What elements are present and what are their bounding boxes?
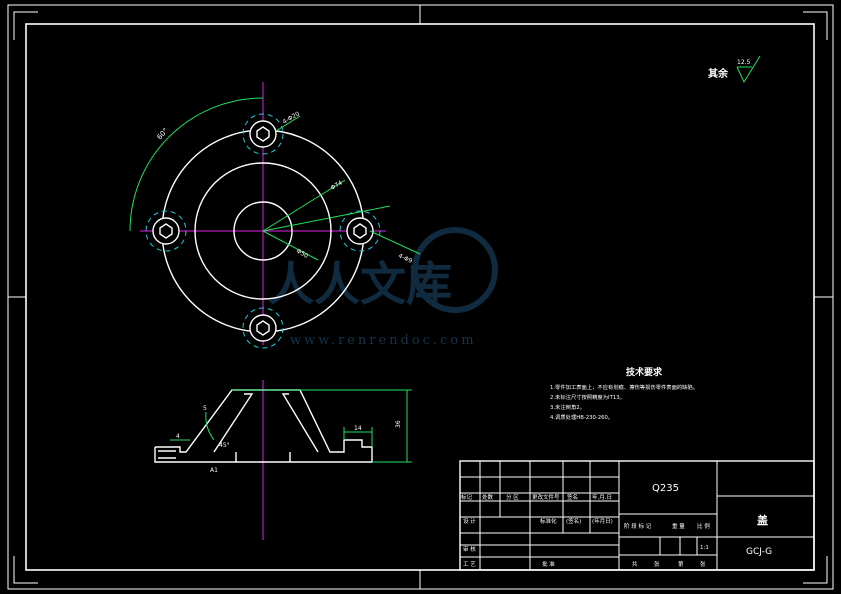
tb-sheet-total-unit: 张 xyxy=(654,560,660,568)
watermark-logo-icon xyxy=(412,227,498,313)
roughness-value: 12.5 xyxy=(737,59,751,66)
tech-title: 技术要求 xyxy=(626,366,663,378)
middle-circle xyxy=(194,162,332,300)
title-block: 标记 处数 分 区 更改文件号 签名 年.月.日 设 计 标准化 (签名) (年… xyxy=(459,460,815,571)
tb-process: 工 艺 xyxy=(463,561,476,568)
base-angle: 45° xyxy=(219,442,230,449)
watermark-url: www.renrendoc.com xyxy=(290,333,477,348)
mounting-bosses xyxy=(152,120,374,342)
tb-design: 设 计 xyxy=(463,517,476,525)
tech-item-2: 2.未标注尺寸按照精度为IT13。 xyxy=(550,393,625,401)
plan-view: 60° 4-Φ20 Φ74 4-Φ9 Φ50 xyxy=(129,82,421,349)
tb-scale-label: 比 例 xyxy=(697,522,710,530)
tb-approve: 批 准 xyxy=(542,560,555,568)
rim-dimension: 4 xyxy=(176,433,180,440)
sheet-border xyxy=(7,4,834,590)
thread-marks xyxy=(145,113,381,349)
tb-scale-value: 1:1 xyxy=(700,545,709,551)
tech-item-4: 4.调质处理HB-230-260。 xyxy=(550,413,613,421)
tb-sheet-no-unit: 张 xyxy=(700,560,706,568)
tb-date: (年月日) xyxy=(592,517,613,525)
tb-review: 审 核 xyxy=(463,545,476,553)
tb-label-mark: 标记 xyxy=(461,493,473,501)
roughness-label: 其余 xyxy=(708,67,729,80)
roughness-icon xyxy=(736,55,761,84)
tb-weight-label: 重 量 xyxy=(672,522,685,530)
tb-standardization: 标准化 xyxy=(540,517,557,525)
tb-material: Q235 xyxy=(652,483,679,494)
watermark: 人人文库 www.renrendoc.com xyxy=(268,227,498,348)
side-angle: 5 xyxy=(203,405,207,412)
section-label: A1 xyxy=(210,467,218,474)
surface-roughness: 其余 12.5 xyxy=(708,55,761,84)
tb-part-name: 盖 xyxy=(757,513,768,527)
tech-item-3: 3.未注倒角2。 xyxy=(550,403,585,411)
plan-dimension-lines xyxy=(129,97,421,261)
tb-label-date: 年.月.日 xyxy=(592,493,612,501)
tb-label-change-doc: 更改文件号 xyxy=(532,493,560,501)
tb-sheet-no: 第 xyxy=(678,560,684,568)
section-view: 5 45° 36 14 4 A1 xyxy=(154,380,412,540)
tb-label-count: 处数 xyxy=(482,493,494,501)
tb-drawing-number: GCJ-G xyxy=(746,547,772,557)
tb-label-zone: 分 区 xyxy=(506,493,519,501)
height-dimension: 36 xyxy=(395,420,402,428)
technical-requirements: 技术要求 1.零件加工表面上，不应有划痕、擦伤等损伤零件表面的缺陷。 2.未标注… xyxy=(550,366,698,421)
tb-stage-label: 阶 段 标 记 xyxy=(624,522,652,530)
tb-label-sign: 签名 xyxy=(567,493,578,501)
flange-width-dimension: 14 xyxy=(354,425,362,432)
tech-item-1: 1.零件加工表面上，不应有划痕、擦伤等损伤零件表面的缺陷。 xyxy=(550,383,698,391)
watermark-text: 人人文库 xyxy=(268,257,452,311)
tb-sheet-total: 共 xyxy=(632,560,638,568)
center-bore xyxy=(233,201,293,261)
tb-sign: (签名) xyxy=(566,517,581,525)
